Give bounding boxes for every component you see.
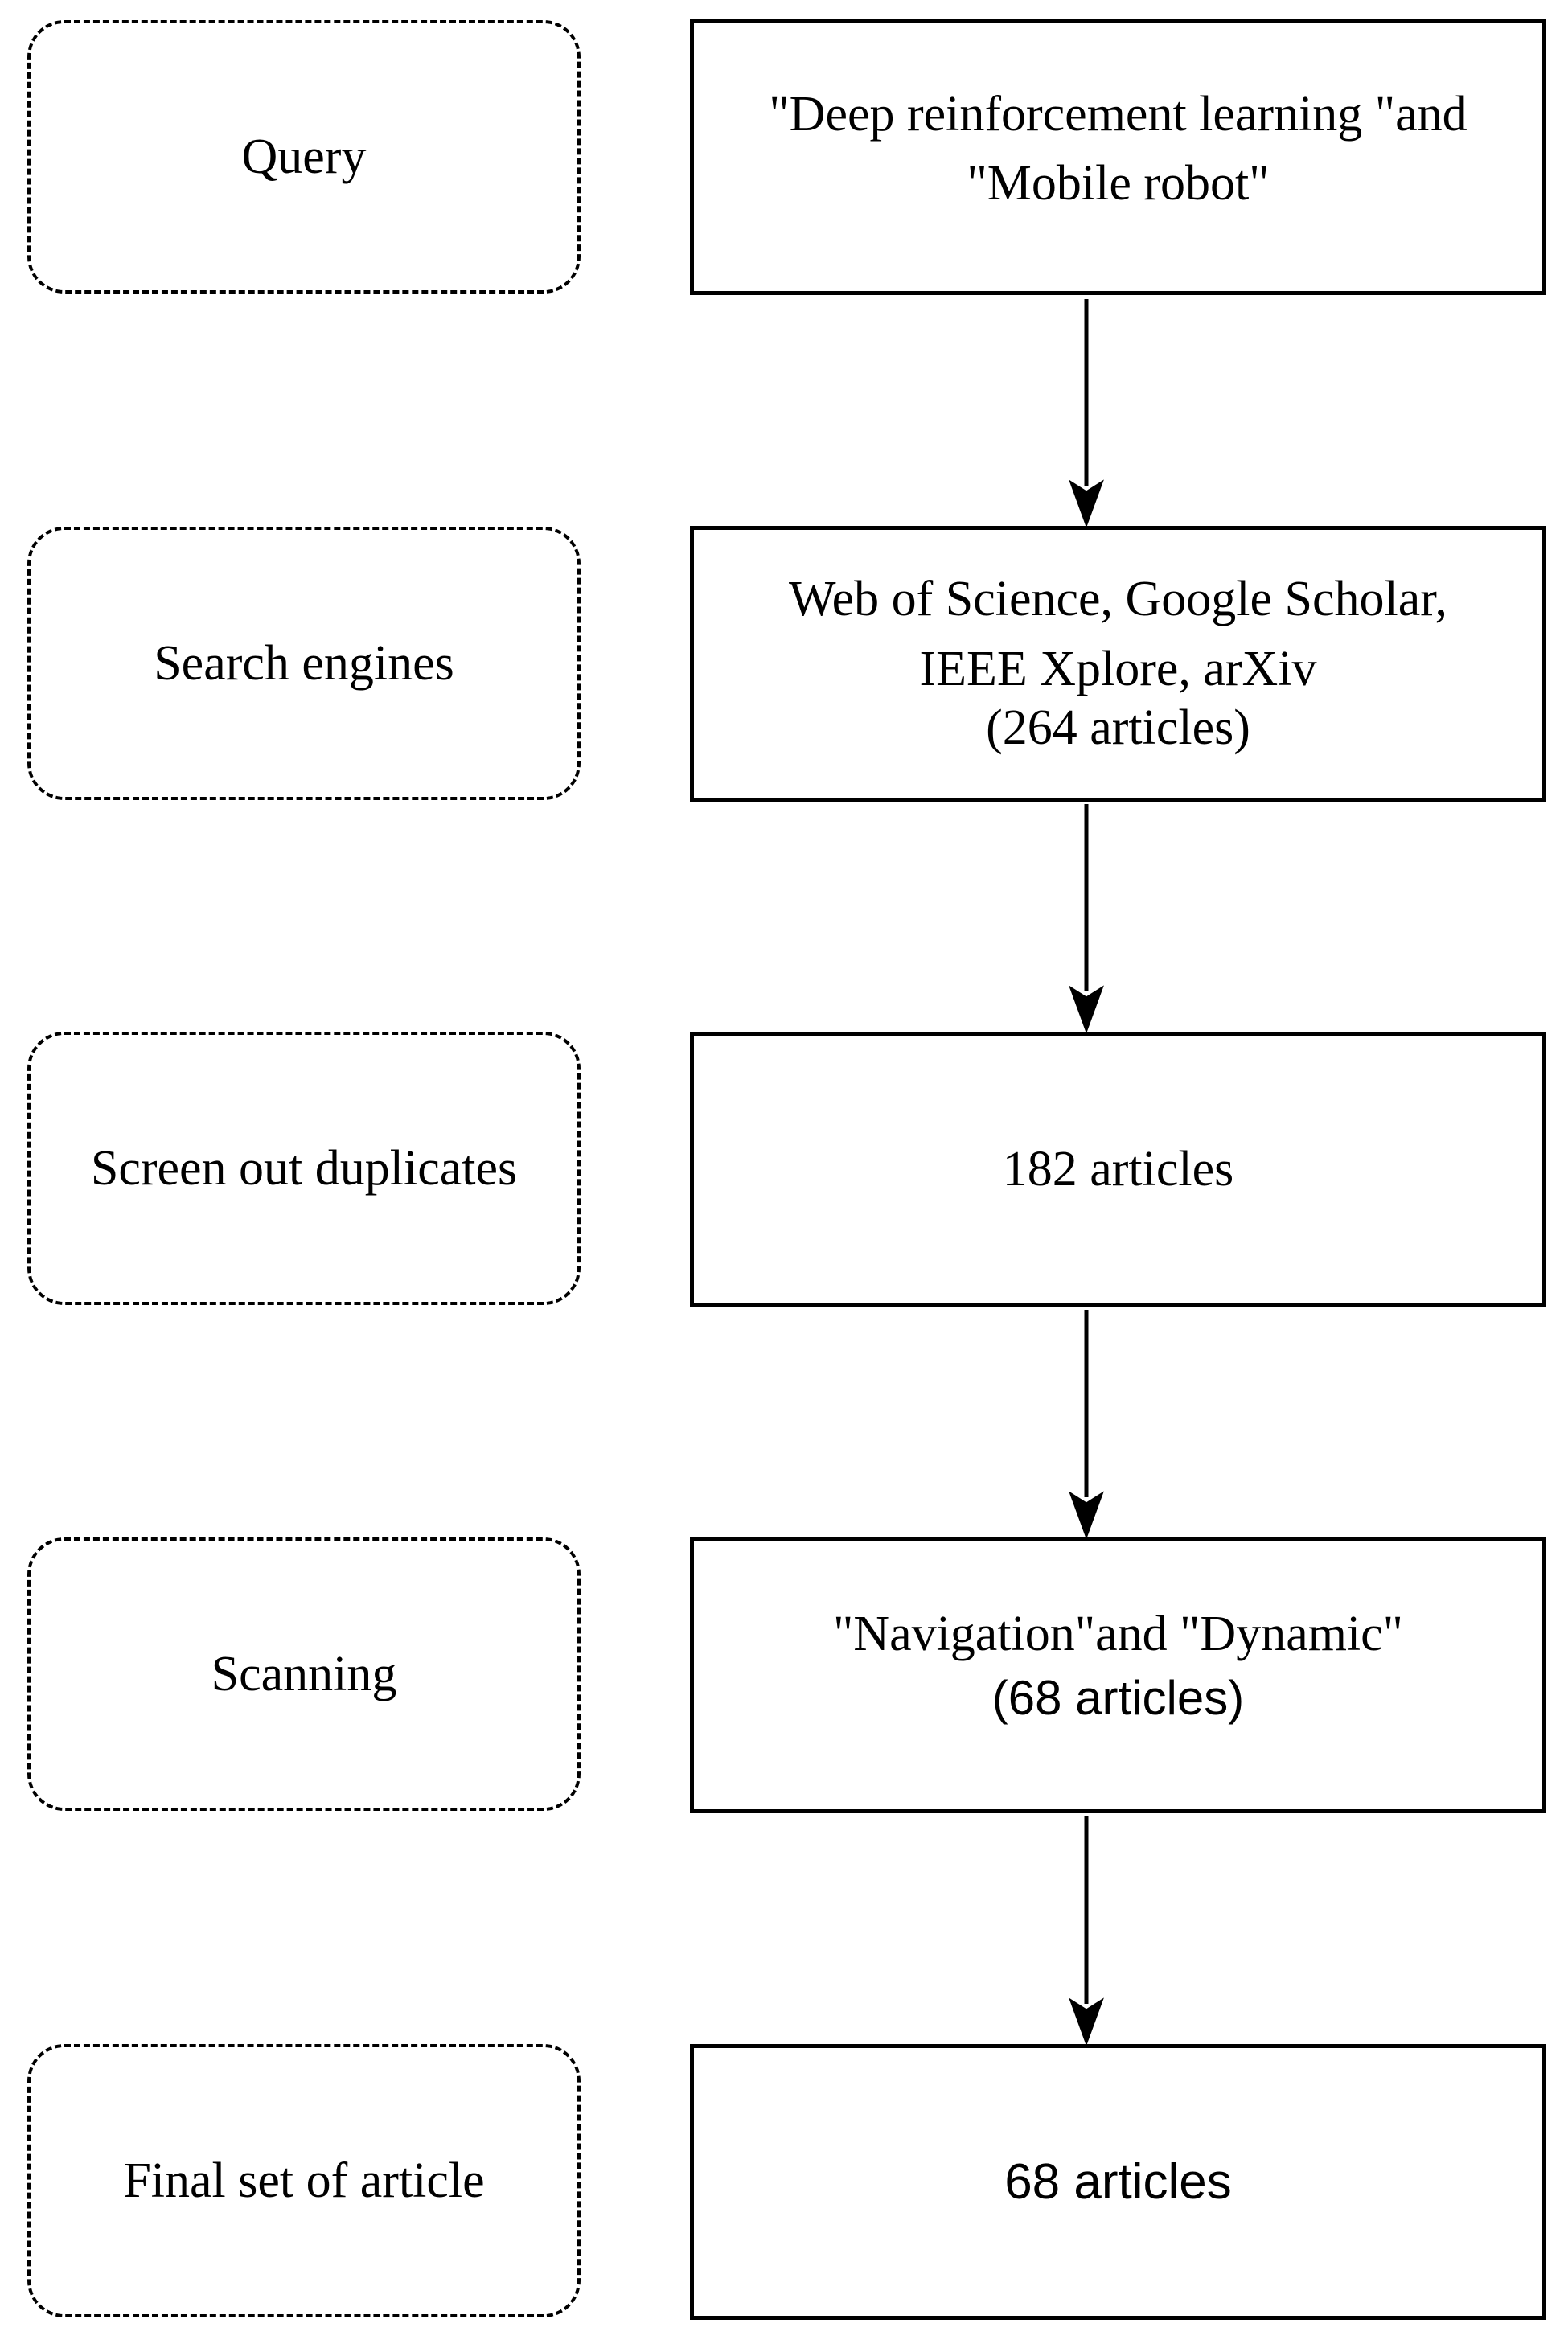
stage-label-text: Final set of article	[123, 2153, 485, 2208]
stage-box-screen-out-duplicates: 182 articles	[690, 1032, 1546, 1307]
stage-box-line: (264 articles)	[986, 700, 1250, 755]
stage-box-search-engines: Web of Science, Google Scholar, IEEE Xpl…	[690, 526, 1546, 802]
stage-box-scanning: "Navigation"and "Dynamic" (68 articles)	[690, 1537, 1546, 1813]
stage-label-query: Query	[27, 20, 581, 294]
arrow-3	[1069, 1310, 1104, 1540]
stage-label-final-set: Final set of article	[27, 2044, 581, 2317]
arrow-4	[1069, 1816, 1104, 2046]
stage-label-text: Search engines	[154, 635, 454, 691]
stage-box-line: Web of Science, Google Scholar,	[789, 572, 1447, 627]
stage-box-line: "Deep reinforcement learning "and	[769, 86, 1467, 142]
arrow-2	[1069, 804, 1104, 1034]
stage-box-line: IEEE Xplore, arXiv	[919, 642, 1317, 697]
stage-label-scanning: Scanning	[27, 1537, 581, 1811]
stage-label-search-engines: Search engines	[27, 527, 581, 800]
stage-box-line: "Mobile robot"	[967, 155, 1270, 211]
stage-label-text: Query	[241, 129, 367, 184]
stage-label-text: Scanning	[211, 1646, 397, 1701]
arrow-1	[1069, 299, 1104, 528]
stage-box-line: "Navigation"and "Dynamic"	[832, 1607, 1403, 1662]
stage-box-final-set: 68 articles	[690, 2044, 1546, 2320]
stage-box-line: 182 articles	[1002, 1141, 1234, 1197]
stage-box-line: 68 articles	[1004, 2153, 1232, 2210]
stage-box-query: "Deep reinforcement learning "and "Mobil…	[690, 19, 1546, 295]
stage-label-text: Screen out duplicates	[90, 1140, 518, 1196]
stage-box-line: (68 articles)	[991, 1670, 1245, 1725]
stage-label-screen-out-duplicates: Screen out duplicates	[27, 1032, 581, 1305]
